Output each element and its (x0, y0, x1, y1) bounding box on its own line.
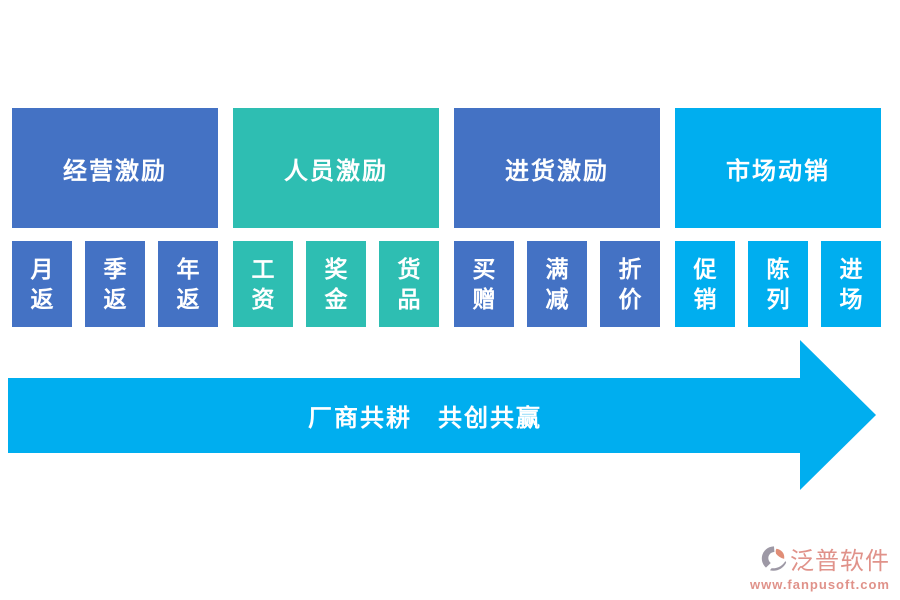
arrow-body: 厂商共耕 共创共赢 (8, 378, 800, 453)
group-header: 经营激励 (12, 108, 218, 228)
group-purchase-incentive: 进货激励 买赠 满减 折价 (454, 108, 660, 327)
sub-item: 工资 (233, 241, 293, 327)
sub-item: 买赠 (454, 241, 514, 327)
sub-item-row: 促销 陈列 进场 (675, 241, 881, 327)
sub-item-row: 工资 奖金 货品 (233, 241, 439, 327)
sub-item: 奖金 (306, 241, 366, 327)
group-market-promotion: 市场动销 促销 陈列 进场 (675, 108, 881, 327)
sub-item-label: 陈列 (766, 255, 790, 312)
sub-item-label: 月返 (30, 255, 54, 312)
group-header: 人员激励 (233, 108, 439, 228)
sub-item-label: 工资 (251, 255, 275, 312)
sub-item: 月返 (12, 241, 72, 327)
sub-item-row: 买赠 满减 折价 (454, 241, 660, 327)
sub-item-label: 年返 (176, 255, 200, 312)
watermark-logo: 泛普软件 www.fanpusoft.com (750, 541, 890, 592)
group-personnel-incentive: 人员激励 工资 奖金 货品 (233, 108, 439, 327)
sub-item: 满减 (527, 241, 587, 327)
sub-item-label: 货品 (397, 255, 421, 312)
cooperation-arrow: 厂商共耕 共创共赢 (8, 340, 876, 490)
sub-item: 折价 (600, 241, 660, 327)
group-columns: 经营激励 月返 季返 年返 人员激励 工资 奖金 货品 (12, 108, 881, 327)
sub-item-label: 季返 (103, 255, 127, 312)
sub-item-label: 促销 (693, 255, 717, 312)
group-header: 进货激励 (454, 108, 660, 228)
group-business-incentive: 经营激励 月返 季返 年返 (12, 108, 218, 327)
sub-item: 货品 (379, 241, 439, 327)
fanpu-logo-icon (761, 546, 787, 571)
sub-item-label: 满减 (545, 255, 569, 312)
logo-name: 泛普软件 (790, 549, 890, 575)
group-header: 市场动销 (675, 108, 881, 228)
arrow-label: 厂商共耕 共创共赢 (308, 405, 542, 432)
arrow-head-icon (800, 340, 876, 490)
sub-item-label: 进场 (839, 255, 863, 312)
sub-item: 年返 (158, 241, 218, 327)
sub-item: 进场 (821, 241, 881, 327)
sub-item: 季返 (85, 241, 145, 327)
sub-item: 促销 (675, 241, 735, 327)
sub-item: 陈列 (748, 241, 808, 327)
sub-item-label: 奖金 (324, 255, 348, 312)
logo-row: 泛普软件 (761, 541, 890, 576)
sub-item-label: 折价 (618, 255, 642, 312)
sub-item-row: 月返 季返 年返 (12, 241, 218, 327)
logo-url: www.fanpusoft.com (749, 577, 890, 592)
sub-item-label: 买赠 (472, 255, 496, 312)
